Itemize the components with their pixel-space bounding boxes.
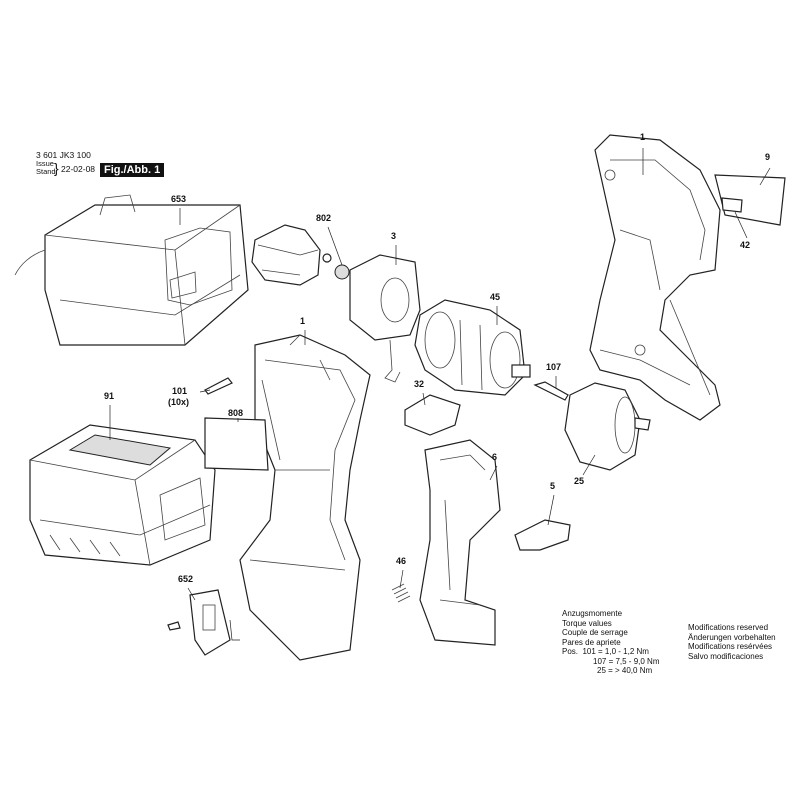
battery-drawing — [29, 424, 216, 566]
left-housing-drawing — [239, 334, 371, 661]
callout-3: 3 — [391, 231, 397, 241]
torque-notes: Anzugsmomente Torque values Couple de se… — [562, 609, 659, 676]
gearbox-45-drawing — [414, 299, 531, 396]
leader-lines — [109, 148, 771, 641]
callout-1-right: 1 — [640, 132, 646, 142]
torque-line: Anzugsmomente — [562, 609, 623, 618]
callout-9: 9 — [765, 152, 771, 162]
screw-101-drawing — [204, 377, 233, 395]
torque-line: Torque values — [562, 618, 612, 628]
callout-42: 42 — [740, 240, 751, 250]
label-9-drawing — [714, 174, 786, 226]
callout-652: 652 — [178, 574, 194, 584]
callout-1-left: 1 — [300, 316, 306, 326]
switch-cover-32-drawing — [404, 394, 461, 436]
callout-91: 91 — [104, 391, 115, 401]
slider-5-drawing — [514, 519, 571, 551]
callout-107: 107 — [546, 362, 562, 372]
modification-line: Modifications resérvées — [688, 642, 773, 651]
spring-46-drawing — [391, 583, 411, 603]
callout-45: 45 — [490, 292, 501, 302]
modification-line: Salvo modificaciones — [688, 651, 764, 661]
modification-line: Modifications reserved — [688, 623, 769, 632]
callout-101-qty: (10x) — [168, 397, 190, 407]
callout-653: 653 — [171, 194, 187, 204]
issue-label: Issue — [36, 159, 54, 168]
motor-3-drawing — [349, 254, 421, 383]
callout-808: 808 — [228, 408, 244, 418]
chuck-25-drawing — [564, 382, 651, 471]
callout-32: 32 — [414, 379, 425, 389]
brace: } — [54, 160, 59, 176]
torque-value: 101 = 1,0 - 1,2 Nm — [582, 647, 649, 656]
gear-802-drawing — [251, 224, 350, 286]
callout-101: 101 — [172, 386, 188, 396]
torque-line: Couple de serrage — [562, 628, 628, 637]
callout-802: 802 — [316, 213, 332, 223]
callout-5: 5 — [550, 481, 556, 491]
callout-6: 6 — [492, 452, 498, 462]
right-housing-drawing — [589, 134, 721, 421]
label-808-drawing — [204, 417, 269, 471]
label-42-drawing — [721, 197, 743, 213]
pos-label: Pos. — [562, 647, 579, 656]
callout-25: 25 — [574, 476, 585, 486]
torque-value: 25 = > 40,0 Nm — [597, 666, 653, 675]
modifications-notes: Modifications reserved Änderungen vorbeh… — [688, 623, 776, 661]
callout-46: 46 — [396, 556, 407, 566]
part-number: 3 601 JK3 100 — [36, 150, 91, 160]
charger-drawing — [14, 194, 249, 346]
issue-date: 22-02-08 — [61, 164, 96, 174]
clip-652-drawing — [167, 589, 231, 656]
screw-107-drawing — [533, 381, 569, 401]
torque-value: 107 = 7,5 - 9,0 Nm — [593, 656, 660, 666]
switch-6-drawing — [419, 439, 501, 646]
torque-line: Pares de apriete — [562, 637, 621, 647]
modification-line: Änderungen vorbehalten — [688, 632, 776, 642]
figure-label: Fig./Abb. 1 — [100, 163, 165, 177]
stand-label: Stand — [36, 167, 56, 176]
